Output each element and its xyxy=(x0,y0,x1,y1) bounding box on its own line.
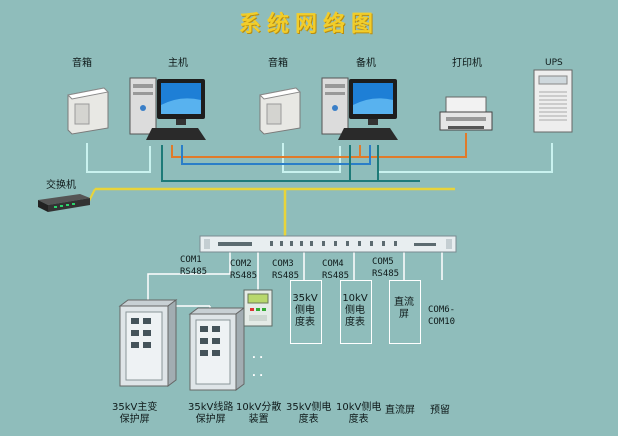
printer-icon xyxy=(439,96,493,131)
standby-computer-icon xyxy=(321,77,398,140)
dc-panel-box-label: 直流 屏 xyxy=(394,297,414,320)
label-speaker-1: 音箱 xyxy=(72,58,92,69)
dc-panel-box xyxy=(389,280,421,344)
meter-10kv-box-label: 10kV 侧电 度表 xyxy=(342,293,368,328)
host-computer-icon xyxy=(129,77,206,140)
port-bus4: RS485 xyxy=(322,271,350,281)
relay-device-icon xyxy=(243,289,273,327)
port-label-com2: COM2 RS485 xyxy=(230,258,257,282)
port-label-com5: COM5 RS485 xyxy=(372,256,399,280)
bottom-label-reserved: 预留 xyxy=(430,405,450,416)
label-ups: UPS xyxy=(545,58,563,68)
ellipsis-2: . . xyxy=(252,368,264,379)
speaker-icon xyxy=(258,87,302,135)
port-com2: COM2 xyxy=(230,259,252,269)
bottom-label-35kv-main: 35kV主变 保护屏 xyxy=(112,402,158,425)
label-speaker-2: 音箱 xyxy=(268,58,288,69)
network-switch-icon xyxy=(38,194,90,212)
protection-cabinet-icon xyxy=(188,307,246,391)
serial-server-icon xyxy=(199,235,457,253)
meter-10kv-box xyxy=(340,280,372,344)
port-com5: COM5 xyxy=(372,257,394,267)
teal-links xyxy=(161,145,420,182)
bottom-label-dc: 直流屏 xyxy=(385,405,415,416)
port-bus2: RS485 xyxy=(230,271,258,281)
port-bus3: RS485 xyxy=(272,271,300,281)
protection-cabinet-icon xyxy=(118,299,178,387)
label-switch: 交换机 xyxy=(46,180,76,191)
meter-35kv-box-label: 35kV 侧电 度表 xyxy=(292,293,318,328)
port-label-com3: COM3 RS485 xyxy=(272,258,299,282)
bottom-label-10kv-meter: 10kV侧电 度表 xyxy=(336,402,382,425)
port-label-com1: COM1 RS485 xyxy=(180,254,207,278)
label-host: 主机 xyxy=(168,58,188,69)
com-reserved-label: COM6- COM10 xyxy=(428,305,456,327)
port-com3: COM3 xyxy=(272,259,294,269)
port-label-com4: COM4 RS485 xyxy=(322,258,349,282)
port-com4: COM4 xyxy=(322,259,344,269)
bottom-label-10kv-device: 10kV分散 装置 xyxy=(236,402,282,425)
label-printer: 打印机 xyxy=(452,58,482,69)
port-bus1: RS485 xyxy=(180,267,208,277)
ups-icon xyxy=(533,69,573,133)
diagram-title: 系统网络图 xyxy=(238,11,379,37)
ellipsis-1: . . xyxy=(252,350,264,361)
speaker-icon xyxy=(66,87,110,135)
label-standby: 备机 xyxy=(356,58,376,69)
bottom-label-35kv-line: 35kV线路 保护屏 xyxy=(188,402,234,425)
bottom-label-35kv-meter: 35kV侧电 度表 xyxy=(286,402,332,425)
lan-backbone xyxy=(95,187,455,236)
blue-links xyxy=(181,145,371,165)
meter-35kv-box xyxy=(290,280,322,344)
port-com1: COM1 xyxy=(180,255,202,265)
port-bus5: RS485 xyxy=(372,269,400,279)
orange-links xyxy=(171,133,467,158)
